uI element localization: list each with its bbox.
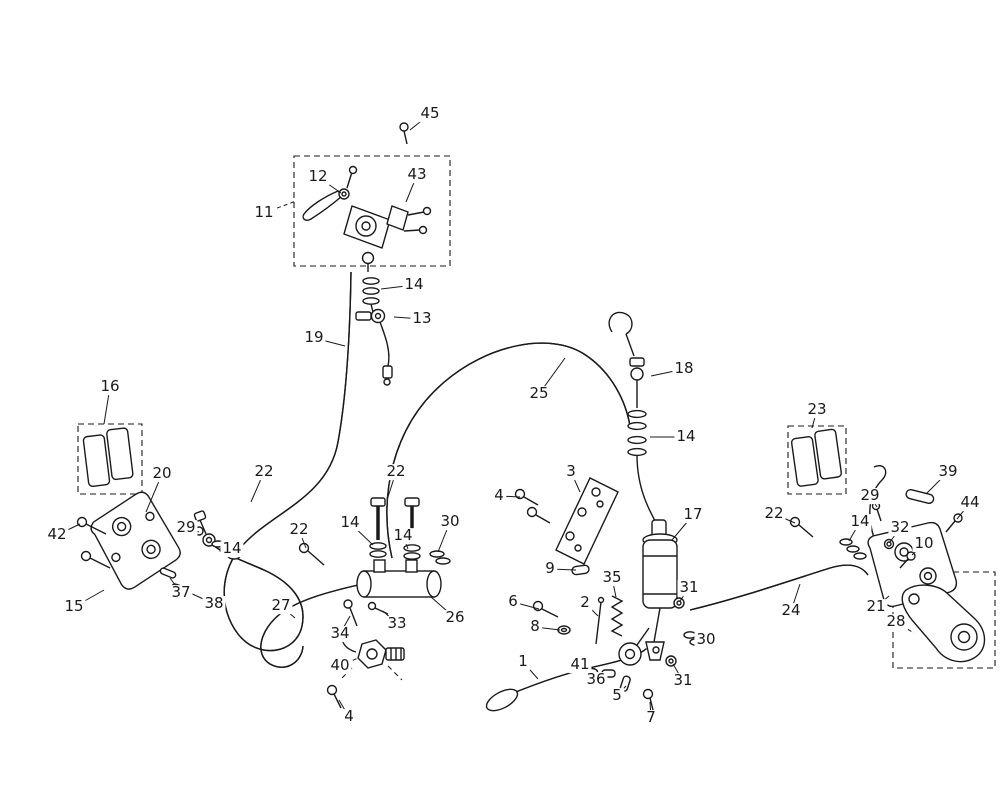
bleed-valve-29-right [871,501,882,522]
part-number-label: 33 [385,614,409,633]
junction-washers-14 [369,542,421,560]
part-number-label: 45 [418,104,442,123]
front-pads-box [77,423,143,495]
pin-9 [571,564,590,576]
part-number-label: 26 [443,608,467,627]
nut-32 [883,538,895,550]
banjo-bolt-18 [629,357,645,408]
rear-master-cylinder-17 [642,519,678,661]
bolt-44 [945,513,963,533]
part-number-label: 14 [391,526,415,545]
front-master-cylinder-assembly [302,165,432,272]
screw-45 [399,122,409,145]
part-number-label: 3 [564,462,578,481]
part-number-label: 22 [252,462,276,481]
part-number-label: 35 [600,568,624,587]
part-number-label: 28 [884,612,908,631]
part-number-label: 14 [338,513,362,532]
rear-pads-box [787,425,847,495]
rod-2 [595,596,605,645]
part-number-label: 23 [805,400,829,419]
part-number-label: 29 [858,486,882,505]
rear-brake-pads [790,428,843,487]
part-number-label: 44 [958,493,982,512]
part-number-label: 14 [674,427,698,446]
part-number-label: 22 [287,520,311,539]
part-number-label: 27 [269,596,293,615]
front-brake-caliper [90,491,181,590]
part-number-label: 40 [328,656,352,675]
bolt-22-left [298,542,325,566]
brake-pedal-1 [485,627,649,712]
part-number-label: 22 [762,504,786,523]
front-brake-pads [82,427,134,487]
washers-30 [429,550,451,565]
part-number-label: 34 [328,624,352,643]
spring-35 [610,595,624,637]
part-number-label: 20 [150,464,174,483]
washer-stack-center [627,409,661,531]
banjo-switch-13 [355,308,393,386]
part-number-label: 39 [936,462,960,481]
pad-pin-39 [905,488,935,504]
part-number-label: 36 [584,670,608,689]
bracket-3 [555,477,619,565]
part-number-label: 29 [174,518,198,537]
part-number-label: 18 [672,359,696,378]
hose-end-fitting-25 [608,311,635,357]
washer-8 [557,625,571,635]
part-number-label: 14 [220,539,244,558]
bolt-10 [899,551,916,569]
part-number-label: 21 [864,597,888,616]
part-number-label: 38 [202,594,226,613]
part-number-label: 4 [342,707,356,726]
part-number-label: 16 [98,377,122,396]
part-number-label: 6 [506,592,520,611]
part-number-label: 10 [912,534,936,553]
bolt-22-right [789,516,814,538]
part-number-label: 11 [252,203,276,222]
part-number-label: 32 [888,518,912,537]
part-number-label: 4 [492,486,506,505]
part-number-label: 19 [302,328,326,347]
leader-line [263,200,297,214]
rear-caliper-bracket-28 [901,584,986,663]
part-number-label: 25 [527,384,551,403]
part-number-label: 2 [578,593,592,612]
part-number-label: 17 [681,505,705,524]
part-number-label: 43 [405,165,429,184]
part-number-label: 31 [677,578,701,597]
part-number-label: 12 [306,167,330,186]
front-master-cylinder-box [293,155,451,267]
bolt-6 [532,600,559,618]
bolt-4-bottom [326,684,342,709]
part-number-label: 42 [45,525,69,544]
washers-14-right [839,538,867,560]
part-number-label: 8 [528,617,542,636]
part-number-label: 7 [644,708,658,727]
part-number-label: 14 [402,275,426,294]
part-number-label: 1 [516,652,530,671]
part-number-label: 24 [779,601,803,620]
part-number-label: 5 [610,686,624,705]
part-number-label: 30 [438,512,462,531]
part-number-label: 13 [410,309,434,328]
part-number-label: 30 [694,630,718,649]
bolt-34 [343,599,358,627]
dashed-boxes [77,155,996,669]
washer-stack-top [362,277,380,313]
part-number-label: 31 [671,671,695,690]
caliper-mount-bolts-42 [76,516,111,569]
part-number-label: 14 [848,512,872,531]
part-number-label: 22 [384,462,408,481]
junction-block-26 [356,559,442,598]
leader-lines-layer [56,113,971,719]
part-number-label: 15 [62,597,86,616]
part-number-label: 37 [169,583,193,602]
part-number-label: 41 [568,655,592,674]
screws-4 [514,488,551,524]
part-number-label: 9 [543,559,557,578]
